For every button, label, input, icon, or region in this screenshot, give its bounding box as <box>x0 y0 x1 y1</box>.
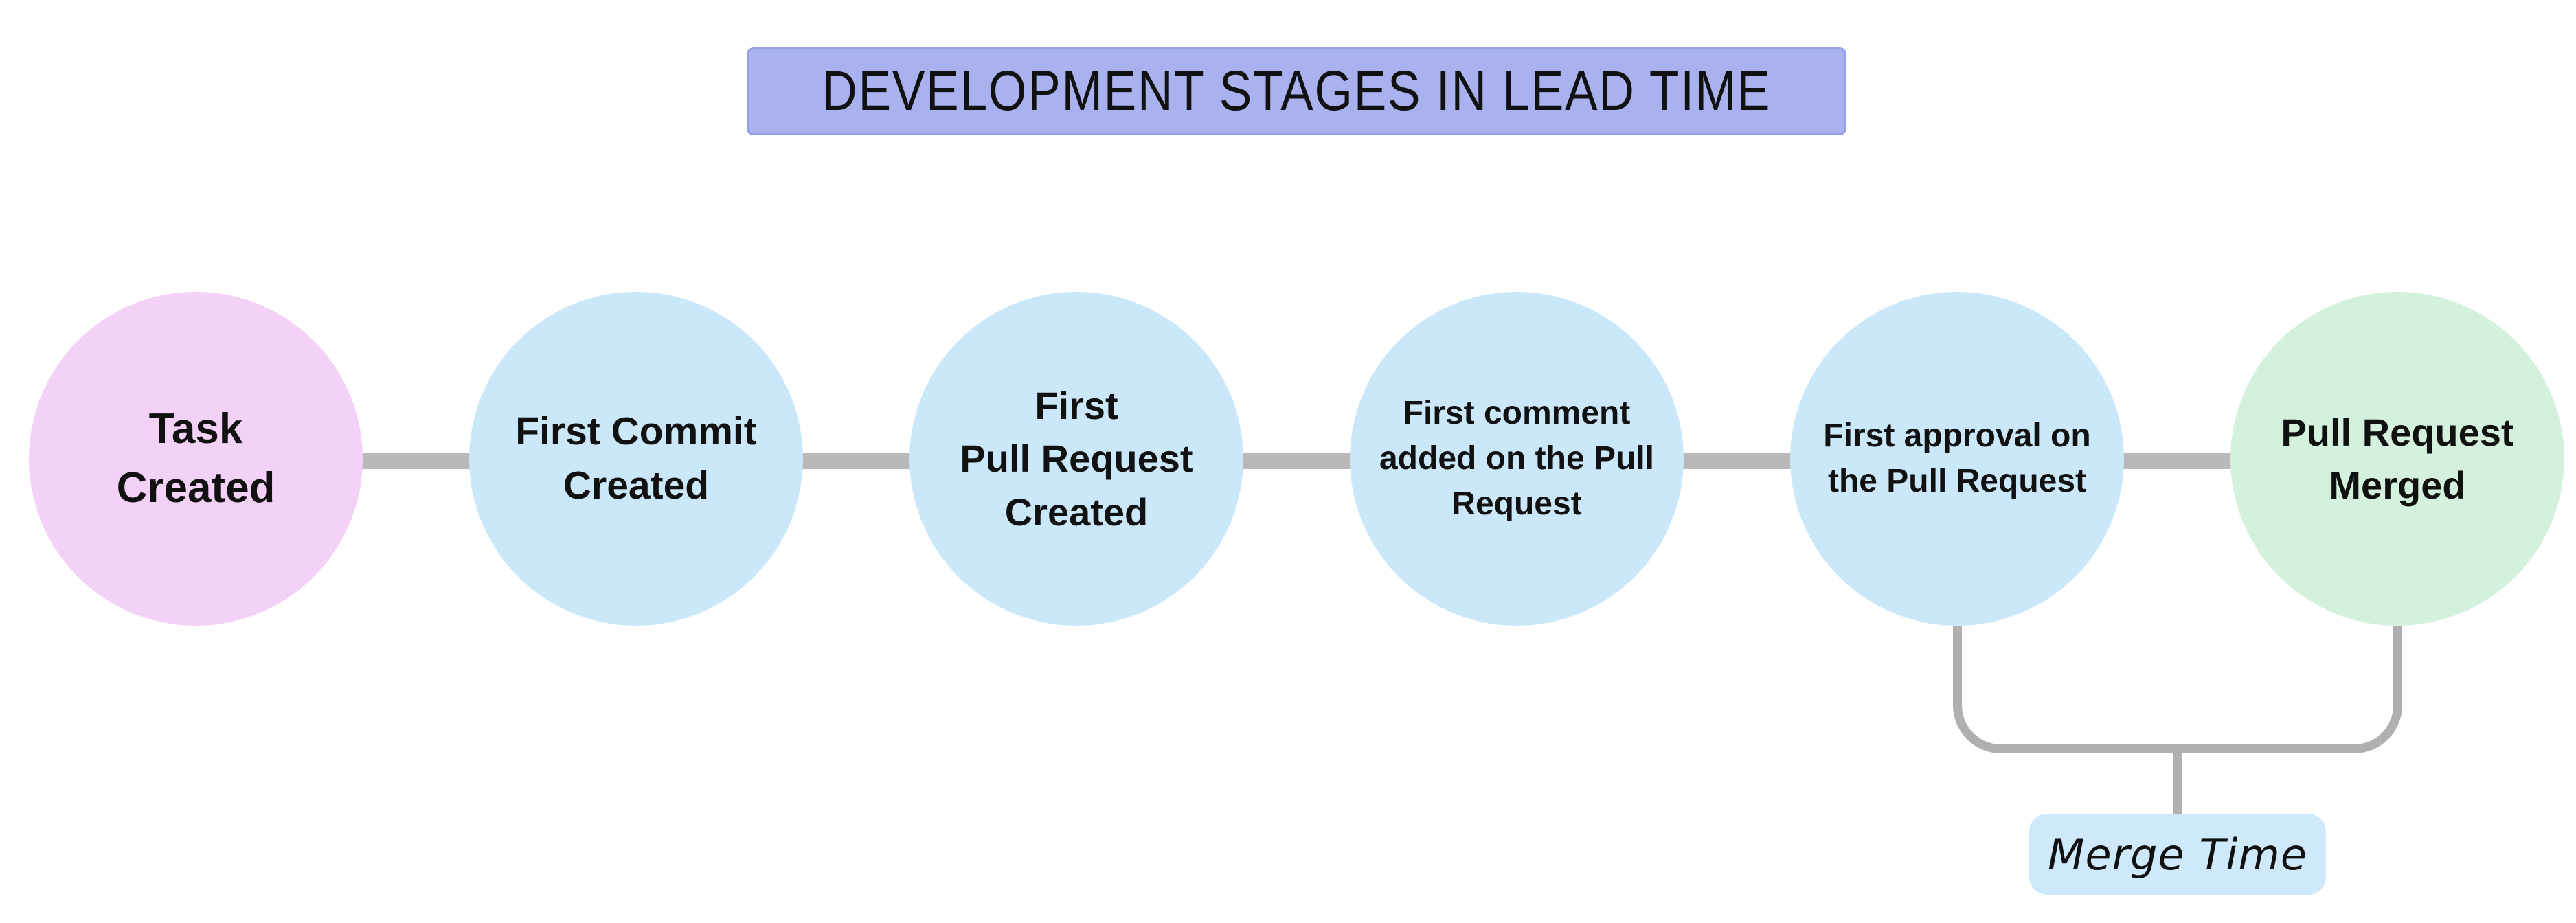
page-title: DEVELOPMENT STAGES IN LEAD TIME <box>822 60 1772 122</box>
stage-label: Pull Request Merged <box>2281 410 2514 507</box>
stage-label: First comment added on the Pull Request <box>1379 394 1654 523</box>
stage-circle-first-pull-request-created: First Pull Request Created <box>909 292 1243 626</box>
stage-circle-first-approval: First approval on the Pull Request <box>1790 292 2124 626</box>
stage-label: First Commit Created <box>515 409 757 508</box>
merge-time-bracket <box>1953 626 2402 753</box>
stage-circle-task-created: Task Created <box>29 292 363 626</box>
stage-circle-first-commit-created: First Commit Created <box>469 292 803 626</box>
title-banner: DEVELOPMENT STAGES IN LEAD TIME <box>747 47 1846 135</box>
merge-time-label-box: Merge Time <box>2029 814 2326 895</box>
stage-label: Task Created <box>116 405 275 512</box>
stage-label: First Pull Request Created <box>960 384 1193 534</box>
stage-circle-pull-request-merged: Pull Request Merged <box>2230 292 2564 626</box>
stage-circle-first-comment-added: First comment added on the Pull Request <box>1350 292 1684 626</box>
stage-label: First approval on the Pull Request <box>1823 417 2091 499</box>
merge-time-bracket-stem <box>2173 749 2182 817</box>
merge-time-label: Merge Time <box>2048 829 2307 880</box>
